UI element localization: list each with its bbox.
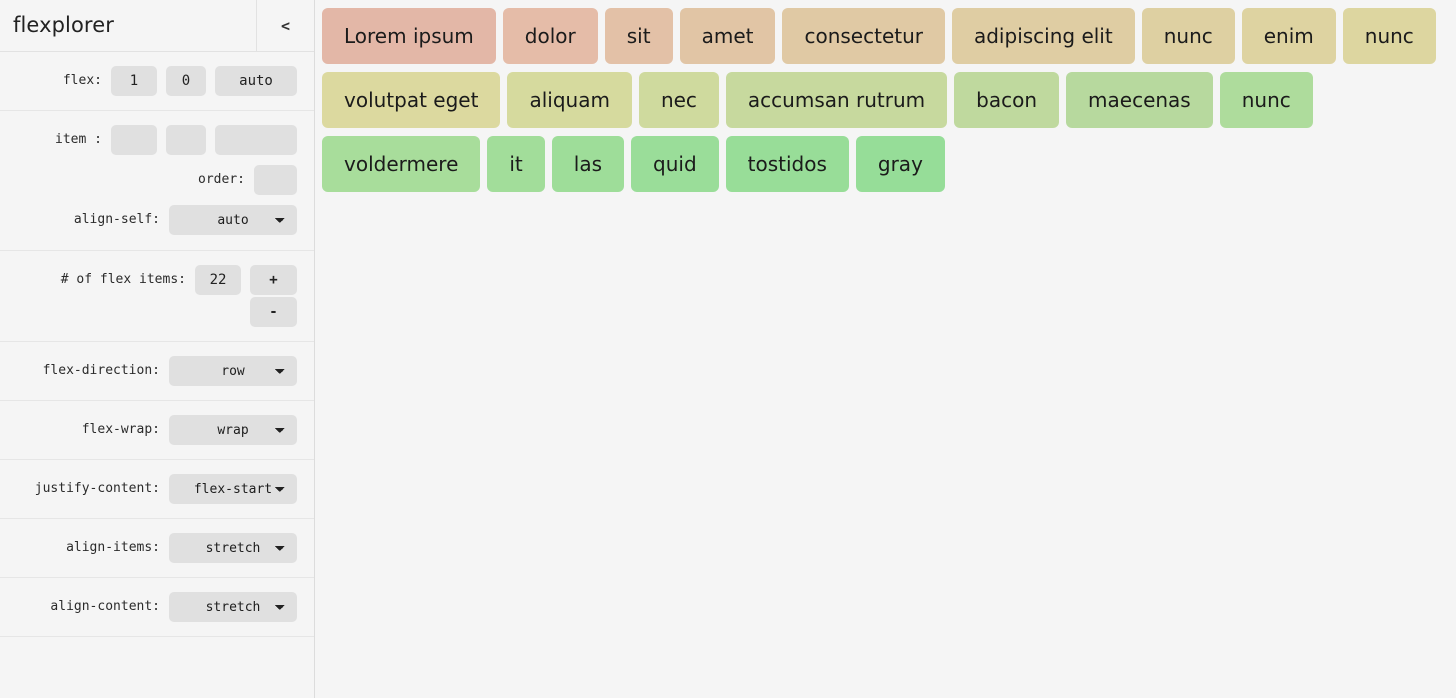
flex-item-label: dolor [524, 24, 576, 48]
flex-grow-input[interactable] [111, 66, 157, 96]
flex-item[interactable]: sit [604, 8, 673, 64]
flex-item-label: accumsan rutrum [747, 88, 926, 112]
order-input[interactable] [254, 165, 297, 195]
flex-direction-select[interactable]: rowrow-reversecolumncolumn-reverse [169, 356, 297, 386]
flex-item-label: voldermere [344, 152, 459, 176]
flex-item-label: volutpat eget [344, 88, 479, 112]
flex-item[interactable]: dolor [502, 8, 598, 64]
flex-item-label: nunc [1364, 24, 1414, 48]
align-items-select[interactable]: stretchflex-startflex-endcenterbaseline [169, 533, 297, 563]
flex-item-label: adipiscing elit [973, 24, 1113, 48]
justify-content-row: justify-content: flex-startflex-endcente… [0, 474, 297, 504]
align-items-row: align-items: stretchflex-startflex-endce… [0, 533, 297, 563]
flex-item-label: sit [626, 24, 651, 48]
item-count-input[interactable] [195, 265, 241, 295]
align-content-label: align-content: [50, 599, 160, 614]
flex-item-label: consectetur [804, 24, 923, 48]
item-basis-input[interactable] [215, 125, 297, 155]
flex-item-label: aliquam [529, 88, 610, 112]
sidebar: flexplorer < flex: item : order: [0, 0, 315, 698]
item-count-label: # of flex items: [60, 272, 186, 287]
flex-label: flex: [62, 73, 102, 88]
flex-item-label: Lorem ipsum [344, 24, 474, 48]
section-flex: flex: [0, 52, 314, 111]
order-label: order: [198, 172, 245, 187]
flex-canvas: Lorem ipsum dolor sit amet consectetur adipis… [315, 0, 1456, 698]
sidebar-header: flexplorer < [0, 0, 314, 52]
flex-item[interactable]: tostidos [725, 136, 849, 192]
item-flex-row: item : [0, 125, 297, 155]
item-label: item : [55, 132, 102, 147]
app-title: flexplorer [13, 13, 114, 37]
flex-item[interactable]: accumsan rutrum [725, 72, 948, 128]
flex-item[interactable]: nunc [1342, 8, 1436, 64]
decrement-button[interactable]: - [250, 297, 297, 327]
flex-item[interactable]: quid [631, 136, 719, 192]
flex-item[interactable]: gray [855, 136, 945, 192]
flex-item[interactable]: volutpat eget [322, 72, 501, 128]
flex-wrap-select[interactable]: nowrapwrapwrap-reverse [169, 415, 297, 445]
flex-container: Lorem ipsum dolor sit amet consectetur adipis… [322, 8, 1456, 200]
flex-item[interactable]: nunc [1141, 8, 1235, 64]
flex-item[interactable]: maecenas [1066, 72, 1213, 128]
flex-item[interactable]: bacon [954, 72, 1060, 128]
item-count-stepper: + - [250, 265, 297, 327]
flex-item[interactable]: voldermere [322, 136, 481, 192]
flex-item-label: tostidos [747, 152, 827, 176]
flex-item-label: maecenas [1088, 88, 1191, 112]
section-align-content: align-content: stretchflex-startflex-end… [0, 578, 314, 637]
flex-wrap-row: flex-wrap: nowrapwrapwrap-reverse [0, 415, 297, 445]
flex-item[interactable]: adipiscing elit [951, 8, 1135, 64]
flex-item-label: gray [877, 152, 923, 176]
section-justify-content: justify-content: flex-startflex-endcente… [0, 460, 314, 519]
flex-item-label: enim [1263, 24, 1314, 48]
flex-item-label: quid [653, 152, 697, 176]
flex-item[interactable]: nec [638, 72, 719, 128]
flex-wrap-label: flex-wrap: [81, 422, 160, 437]
flex-item[interactable]: nunc [1219, 72, 1313, 128]
section-flex-direction: flex-direction: rowrow-reversecolumncolu… [0, 342, 314, 401]
flex-item[interactable]: amet [679, 8, 776, 64]
section-flex-wrap: flex-wrap: nowrapwrapwrap-reverse [0, 401, 314, 460]
item-order-row: order: [0, 165, 297, 195]
flex-item[interactable]: las [551, 136, 625, 192]
flex-row: flex: [0, 66, 297, 96]
flex-item[interactable]: aliquam [507, 72, 632, 128]
section-align-items: align-items: stretchflex-startflex-endce… [0, 519, 314, 578]
item-shrink-input[interactable] [166, 125, 206, 155]
flex-item[interactable]: Lorem ipsum [322, 8, 496, 64]
flex-item-label: amet [701, 24, 754, 48]
align-self-select[interactable]: autoflex-startflex-endcenterbaselinestre… [169, 205, 297, 235]
flex-item-label: las [573, 152, 603, 176]
section-item: item : order: align-self: autoflex-start… [0, 111, 314, 251]
item-grow-input[interactable] [111, 125, 157, 155]
flex-item-label: bacon [976, 88, 1038, 112]
align-content-row: align-content: stretchflex-startflex-end… [0, 592, 297, 622]
flex-shrink-input[interactable] [166, 66, 206, 96]
align-self-label: align-self: [73, 212, 160, 227]
flex-item-label: it [509, 152, 523, 176]
flex-item-label: nunc [1241, 88, 1291, 112]
increment-button[interactable]: + [250, 265, 297, 295]
item-align-self-row: align-self: autoflex-startflex-endcenter… [0, 205, 297, 235]
chevron-left-icon[interactable]: < [256, 0, 314, 51]
flex-item-label: nunc [1163, 24, 1213, 48]
justify-content-label: justify-content: [34, 481, 160, 496]
section-item-count: # of flex items: + - [0, 251, 314, 342]
justify-content-select[interactable]: flex-startflex-endcenterspace-betweenspa… [169, 474, 297, 504]
flex-item[interactable]: consectetur [782, 8, 945, 64]
flex-basis-input[interactable] [215, 66, 297, 96]
flex-item[interactable]: it [487, 136, 545, 192]
flex-item-label: nec [660, 88, 697, 112]
flex-direction-label: flex-direction: [42, 363, 160, 378]
align-items-label: align-items: [66, 540, 160, 555]
item-count-row: # of flex items: + - [0, 265, 297, 327]
align-content-select[interactable]: stretchflex-startflex-endcenterspace-bet… [169, 592, 297, 622]
flex-item[interactable]: enim [1241, 8, 1336, 64]
flex-direction-row: flex-direction: rowrow-reversecolumncolu… [0, 356, 297, 386]
